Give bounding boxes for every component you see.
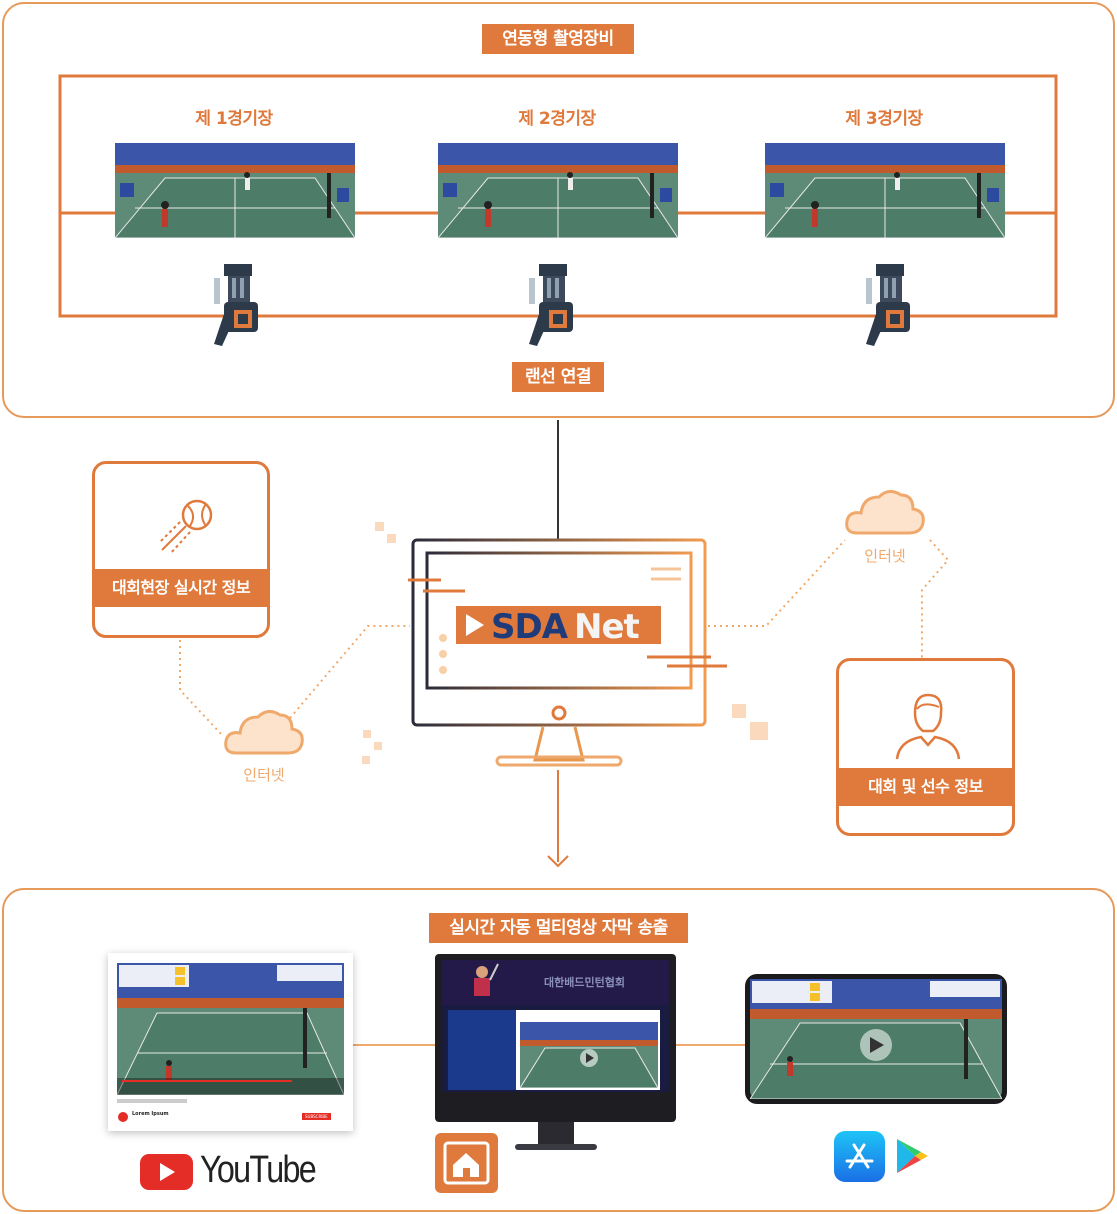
sdanet-logo-part1: SDA <box>491 607 568 647</box>
youtube-screen: Lorem Ipsum SUBSCRIBE <box>108 953 353 1131</box>
smartphone-video <box>750 979 1002 1099</box>
youtube-avatar <box>118 1112 128 1122</box>
youtube-subscribe-button[interactable]: SUBSCRIBE <box>302 1113 331 1120</box>
monitor-stand <box>538 1122 574 1146</box>
court-2-video-thumbnail <box>438 143 678 238</box>
play-triangle-icon <box>466 614 484 636</box>
youtube-wordmark: YouTube <box>200 1149 317 1191</box>
monitor-sidebar <box>448 1010 516 1090</box>
youtube-channel-name: Lorem Ipsum <box>132 1111 169 1117</box>
youtube-play-triangle <box>160 1163 175 1181</box>
cloud-icon <box>845 490 925 535</box>
monitor-content <box>448 1010 660 1090</box>
camcorder-icon <box>529 264 573 346</box>
live-venue-info-label: 대회현장 실시간 정보 <box>92 569 270 607</box>
broadcast-title: 실시간 자동 멀티영상 자막 송출 <box>429 913 688 943</box>
cloud-icon <box>224 710 304 755</box>
camcorder-icon <box>214 264 258 346</box>
player-photo-icon <box>474 963 499 996</box>
internet-label-right: 인터넷 <box>864 547 906 565</box>
sdanet-logo: SDA Net <box>456 606 661 647</box>
camera-setup-title: 연동형 촬영장비 <box>482 24 634 54</box>
smartphone <box>745 974 1007 1104</box>
home-icon[interactable] <box>435 1133 498 1193</box>
google-play-icon[interactable] <box>895 1137 929 1175</box>
monitor-video <box>520 1022 658 1088</box>
sdanet-monitor <box>408 538 727 767</box>
tournament-player-info-label: 대회 및 선수 정보 <box>836 768 1015 806</box>
lan-connection-label: 랜선 연결 <box>512 362 604 392</box>
app-store-icon[interactable] <box>834 1131 885 1182</box>
court-1-video-thumbnail <box>115 143 355 238</box>
court-3-video-thumbnail <box>765 143 1005 238</box>
youtube-logo: YouTube <box>140 1149 320 1192</box>
court-1-label: 제 1경기장 <box>195 109 273 129</box>
court-3-label: 제 3경기장 <box>845 109 923 129</box>
youtube-progress-placeholder <box>117 1099 187 1103</box>
camcorder-icon <box>866 264 910 346</box>
youtube-video-frame <box>117 963 344 1095</box>
shuttlecock-speed-icon <box>159 499 213 555</box>
tournament-player-info-card: 대회 및 선수 정보 <box>836 658 1015 836</box>
court-2-label: 제 2경기장 <box>518 109 596 129</box>
monitor-screen: 대한배드민턴협회 <box>442 960 669 1092</box>
association-name: 대한배드민턴협회 <box>544 976 625 989</box>
internet-label-left: 인터넷 <box>243 766 285 784</box>
sdanet-logo-part2: Net <box>574 607 640 647</box>
monitor-base <box>515 1144 597 1150</box>
live-venue-info-card: 대회현장 실시간 정보 <box>92 461 270 638</box>
player-avatar-icon <box>895 693 961 760</box>
desktop-monitor: 대한배드민턴협회 <box>435 954 676 1150</box>
